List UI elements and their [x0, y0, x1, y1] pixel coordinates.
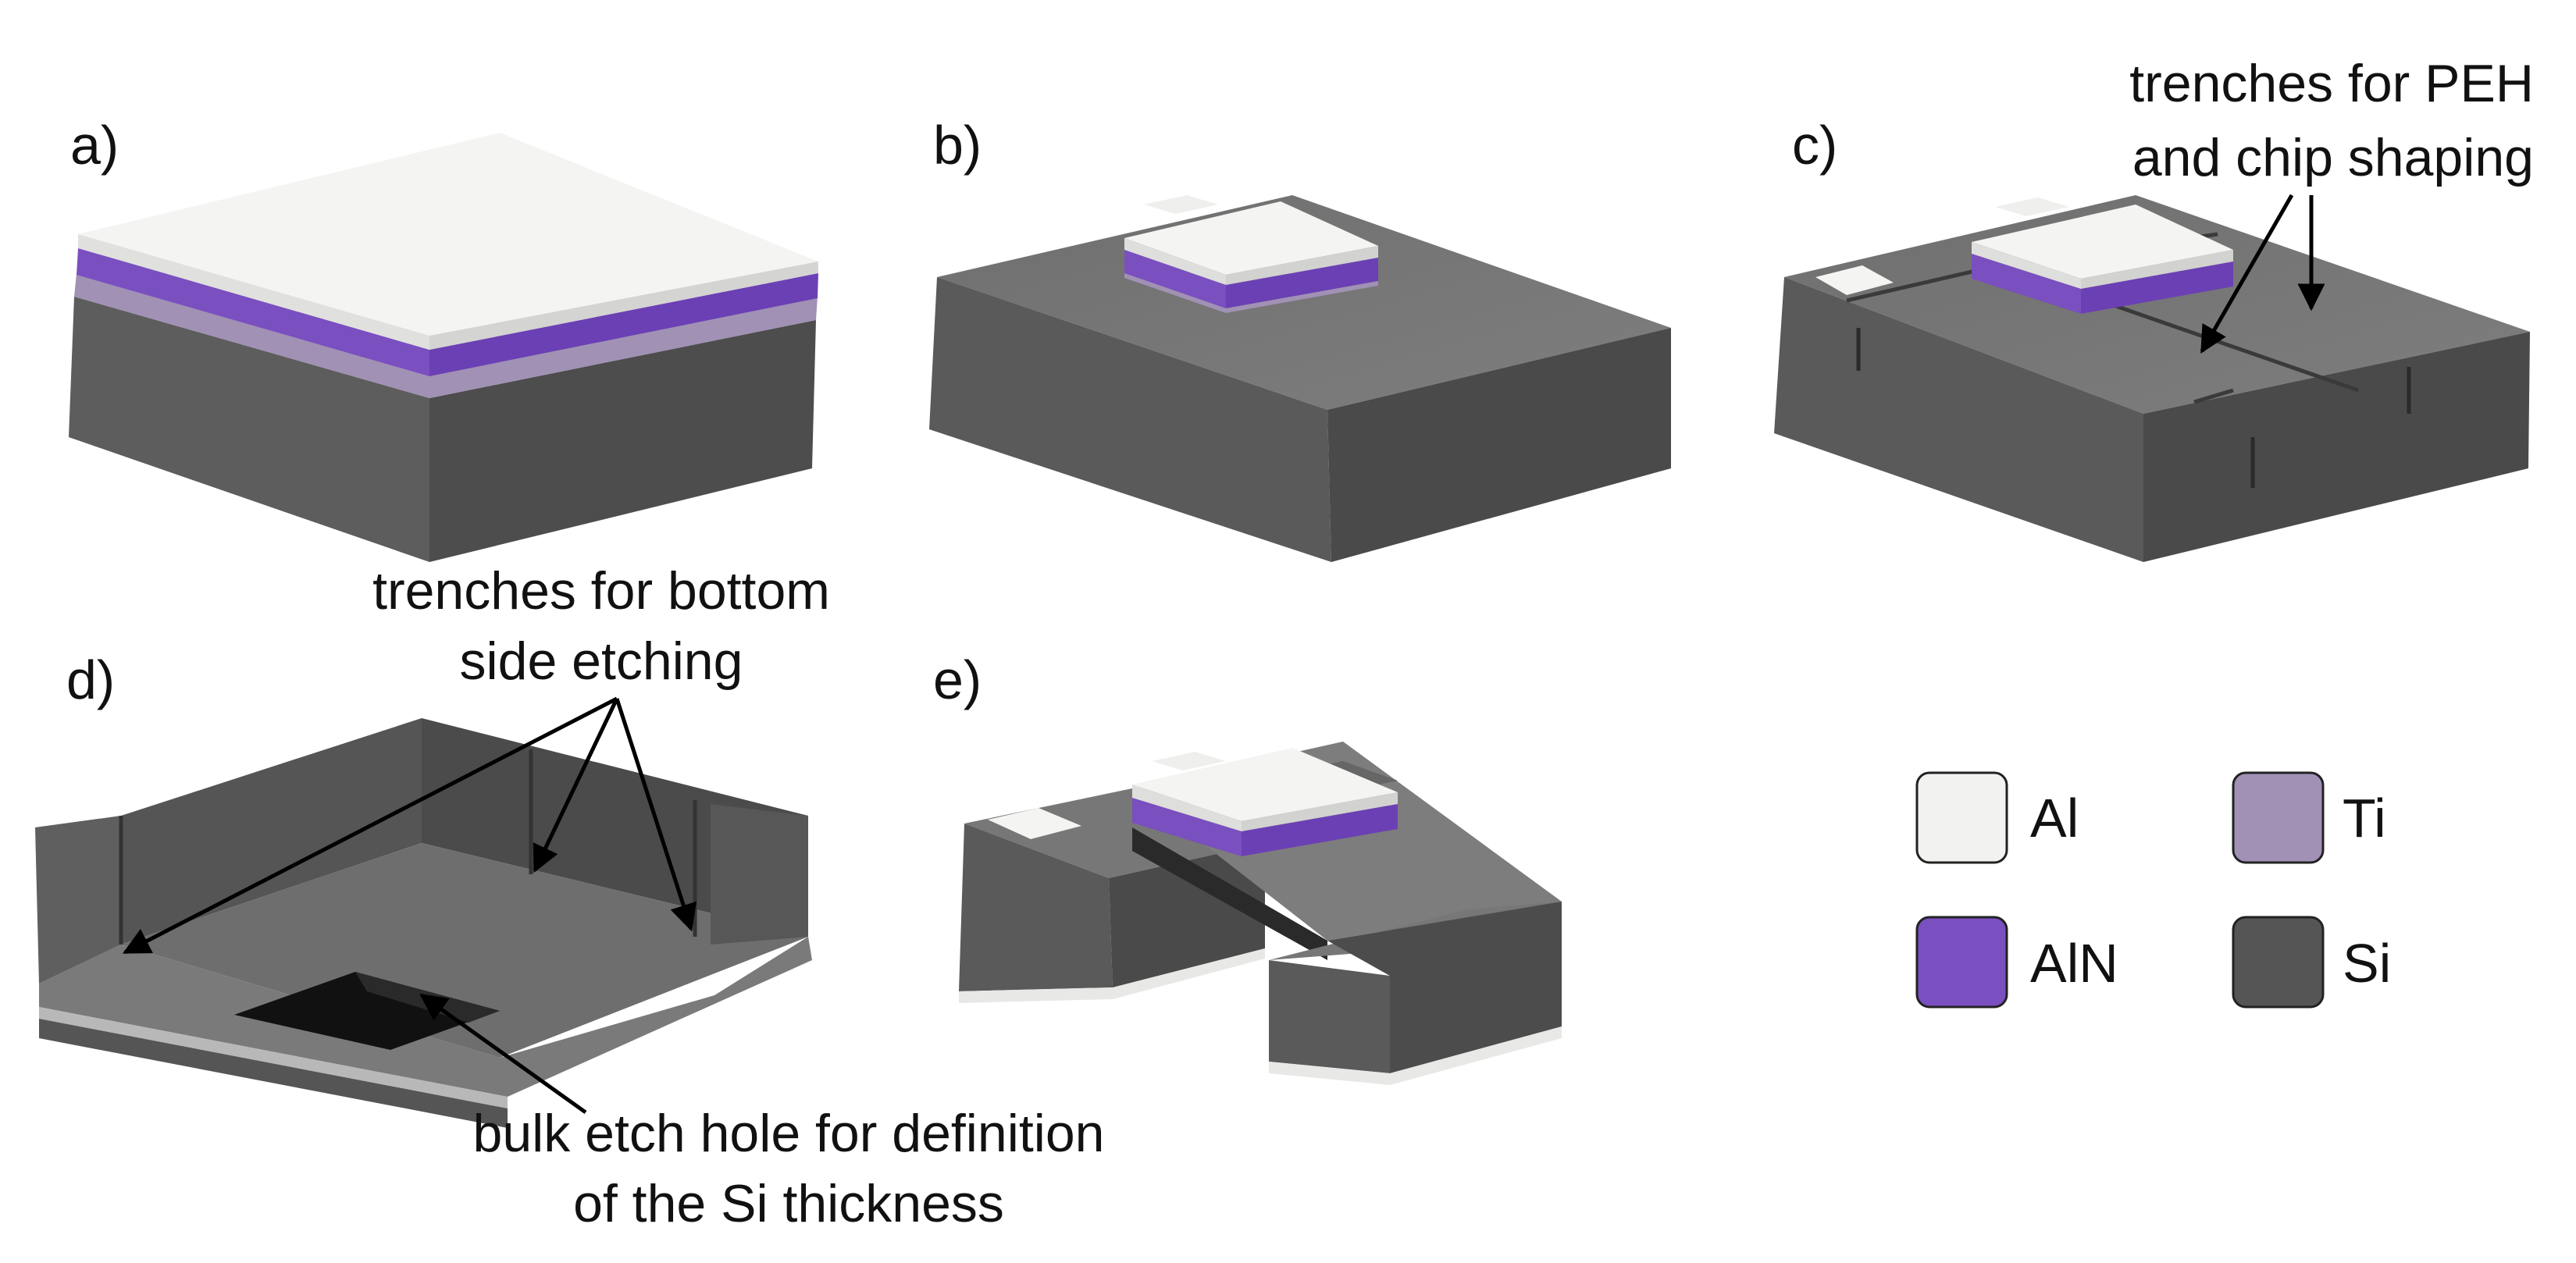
si-back-wall-left — [121, 718, 422, 945]
al-tab — [1144, 195, 1218, 214]
legend-label-ti: Ti — [2343, 788, 2386, 849]
al-pad-side-right — [2081, 250, 2233, 289]
ti-layer — [74, 273, 818, 398]
si-left-face — [929, 277, 1331, 562]
aln-pad-right — [1242, 804, 1398, 856]
legend-label-si: Si — [2343, 933, 2391, 994]
al-tab — [1995, 197, 2069, 216]
legend-item-al: Al — [1915, 771, 2079, 864]
panel-label-c: c) — [1792, 115, 1837, 176]
arrow-bottom-2 — [533, 697, 619, 873]
al-pad-side-right — [1226, 246, 1378, 285]
al-pad-side-left — [1972, 242, 2081, 289]
si-outer-wall-right — [711, 804, 808, 945]
al-side-right — [429, 261, 818, 350]
legend-label-aln: AlN — [2030, 933, 2118, 994]
al-block-right-bottom — [1269, 1026, 1562, 1085]
legend-swatch-al — [1915, 771, 2008, 864]
si-outer-wall-left — [35, 816, 121, 984]
legend-item-aln: AlN — [1915, 916, 2118, 1009]
annotation-bottom-trenches-line2: side etching — [460, 632, 743, 691]
ti-rim-edge — [39, 1007, 508, 1108]
si-left-face — [69, 297, 429, 562]
arrow-bottom-1 — [122, 696, 618, 955]
aln-pad-right — [2081, 261, 2233, 314]
aln-pad-right — [1226, 258, 1378, 308]
aln-layer-left — [77, 248, 429, 376]
si-right-face — [1327, 328, 1671, 562]
legend-item-ti: Ti — [2232, 771, 2386, 864]
legend-swatch-si — [2232, 916, 2325, 1009]
al-pad-top — [1132, 748, 1398, 821]
al-pad-side-right — [1242, 792, 1398, 831]
si-top-face — [937, 195, 1671, 410]
panel-e: e) — [933, 649, 1562, 1085]
si-membrane-rim — [39, 937, 812, 1097]
si-pillar-left-front — [959, 824, 1113, 991]
legend-label-al: Al — [2030, 788, 2079, 849]
trench-line-2 — [2193, 388, 2234, 404]
legend: Al Ti AlN Si — [1915, 771, 2391, 1009]
panel-d: d) trenches for bottom side etching bulk… — [35, 561, 1104, 1233]
al-side-left — [78, 234, 429, 350]
panel-c: c) trenches for PEH and chip shaping — [1774, 54, 2534, 562]
si-right-face — [429, 320, 816, 562]
al-pillar-left-bottom — [959, 948, 1265, 1003]
aln-pad-left — [1972, 254, 2081, 314]
si-top-face — [1784, 195, 2530, 414]
si-left-face — [1774, 277, 2143, 562]
legend-swatch-aln — [1915, 916, 2008, 1009]
si-cavity-floor — [121, 843, 808, 1058]
annotation-bulk-hole-line2: of the Si thickness — [573, 1174, 1004, 1233]
panel-label-b: b) — [933, 115, 982, 176]
bulk-etch-hole — [234, 972, 500, 1050]
al-pad-side-left — [1132, 784, 1242, 831]
si-block-right-side — [1327, 902, 1562, 1073]
al-pad-side-left — [1124, 238, 1226, 285]
si-bottom-front — [39, 1019, 508, 1128]
al-small-pad — [988, 808, 1081, 839]
annotation-bottom-trenches-line1: trenches for bottom — [372, 561, 830, 621]
arrow-bulk-hole — [419, 993, 587, 1115]
al-tab — [1152, 752, 1226, 770]
arrow-bottom-3 — [615, 698, 697, 932]
si-block-right-front — [1269, 960, 1390, 1073]
si-right-face — [2143, 332, 2530, 562]
panel-a: a) — [69, 115, 818, 562]
al-pad-top — [1124, 201, 1378, 275]
annotation-peh-trenches-line2: and chip shaping — [2132, 128, 2534, 187]
panel-label-d: d) — [66, 649, 115, 710]
al-pad-top — [1972, 205, 2233, 279]
aln-pad-left — [1124, 250, 1226, 308]
ti-pad-edge — [1124, 273, 1378, 313]
si-beam-underside — [1132, 827, 1327, 960]
aln-pad-left — [1132, 798, 1242, 856]
legend-swatch-ti — [2232, 771, 2325, 864]
al-small-pad — [1815, 265, 1894, 295]
al-top-face — [78, 133, 818, 336]
si-pillar-left-side — [1109, 843, 1265, 987]
annotation-bulk-hole-line1: bulk etch hole for definition — [473, 1104, 1105, 1163]
aln-layer-right — [429, 273, 818, 376]
arrow-peh-1 — [2200, 194, 2294, 354]
panel-b: b) — [929, 115, 1671, 562]
legend-item-si: Si — [2232, 916, 2391, 1009]
panel-label-a: a) — [70, 115, 119, 176]
panel-label-e: e) — [933, 649, 982, 710]
annotation-peh-trenches-line1: trenches for PEH — [2129, 54, 2534, 113]
